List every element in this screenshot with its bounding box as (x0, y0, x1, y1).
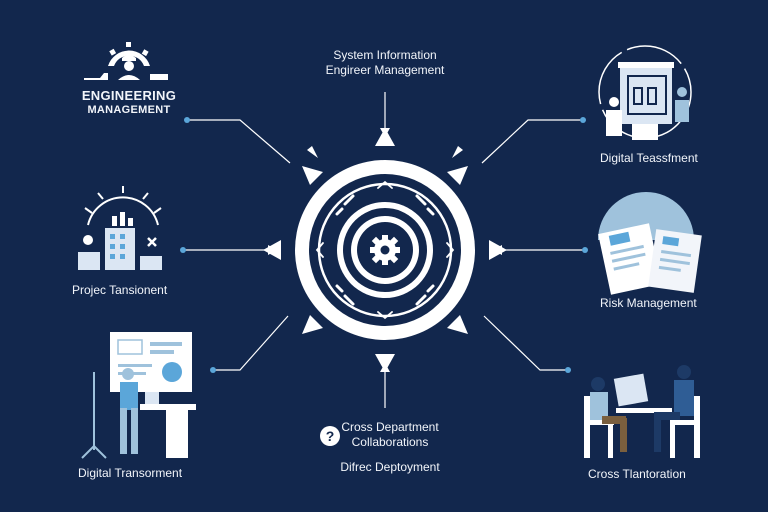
cross-department-line1: Cross Department (341, 420, 439, 434)
engineering-management-icon (84, 42, 168, 80)
chair-left (584, 396, 590, 458)
engineering-label-line1: ENGINEERING (81, 88, 177, 103)
top-label-line2: Engireer Management (325, 63, 445, 77)
building-right (140, 256, 162, 270)
middle-ring (317, 182, 453, 318)
connector-top-right (481, 119, 583, 164)
dot-bottom-right (565, 367, 571, 373)
building-left (78, 252, 100, 270)
chevron-right-icon (446, 242, 455, 258)
arch-icon (87, 196, 159, 226)
chevron-left-icon (315, 242, 324, 258)
cross-department-line3: Difrec Deptoyment (340, 460, 440, 474)
small-gear-icon (83, 235, 93, 245)
document-icon-2 (648, 229, 702, 293)
engineering-label-line2: MANAGEMENT (87, 104, 171, 116)
person-sitting-left-icon (590, 377, 627, 452)
cross-collaboration-label: Cross Tlantoration (588, 467, 686, 481)
engineering-management-label: ENGINEERING MANAGEMENT (62, 88, 196, 118)
help-icon: ? (320, 426, 340, 446)
digital-transformation-label: Digital Transorment (78, 466, 183, 480)
digital-assessment-label: Digital Teassfment (600, 151, 698, 165)
project-label: Projec Tansionent (72, 283, 168, 297)
tools-icon (147, 237, 157, 247)
pale-circle-backdrop (598, 192, 694, 240)
laptop-screen-icon (613, 373, 649, 407)
ring-segments (335, 194, 435, 306)
top-label-line1: System Information (333, 48, 437, 62)
connector-lines (183, 92, 585, 408)
connector-bottom-right (483, 315, 568, 371)
risk-management-label: Risk Management (600, 296, 697, 310)
document-icon (598, 223, 662, 295)
chevron-up-icon (377, 180, 393, 189)
presenter-person-icon (120, 368, 138, 454)
chair-right (694, 396, 700, 458)
dot-mid-right (582, 247, 588, 253)
pie-chart-icon (162, 362, 182, 382)
dot-bottom-left (210, 367, 216, 373)
central-gear-hub (263, 128, 507, 372)
cross-collaboration-icon (584, 365, 700, 458)
lamp-stand (81, 372, 107, 459)
dot-mid-left (180, 247, 186, 253)
desk (140, 404, 196, 410)
digital-transformation-icon (81, 332, 196, 459)
connector-dots (180, 117, 588, 373)
top-label: System Information Engireer Management (300, 48, 470, 78)
digital-assessment-icon (598, 45, 692, 140)
dot-top-right (580, 117, 586, 123)
crane-icon (150, 74, 168, 80)
svg-text:?: ? (326, 428, 335, 444)
person-right-icon (675, 87, 689, 122)
cross-department-label: Cross Department Collaborations Difrec D… (325, 420, 455, 475)
cross-department-line2: Collaborations (351, 435, 429, 449)
outer-gear-teeth (263, 128, 507, 372)
truck-icon (84, 73, 108, 80)
connector-bottom-left (213, 315, 289, 371)
gear-arc-icon (108, 42, 150, 66)
person-sitting-right-icon (654, 365, 694, 452)
project-building-icon (78, 186, 162, 270)
engineer-figure-icon (118, 55, 140, 80)
dot-top-left (184, 117, 190, 123)
chevron-down-icon (377, 311, 393, 320)
risk-management-icon (598, 192, 702, 295)
hub-chevrons (315, 180, 455, 320)
gear-icon (370, 235, 400, 265)
laptop-icon (632, 124, 658, 140)
connector-top-left (187, 119, 291, 164)
table (616, 408, 672, 413)
person-left-icon (606, 97, 622, 136)
